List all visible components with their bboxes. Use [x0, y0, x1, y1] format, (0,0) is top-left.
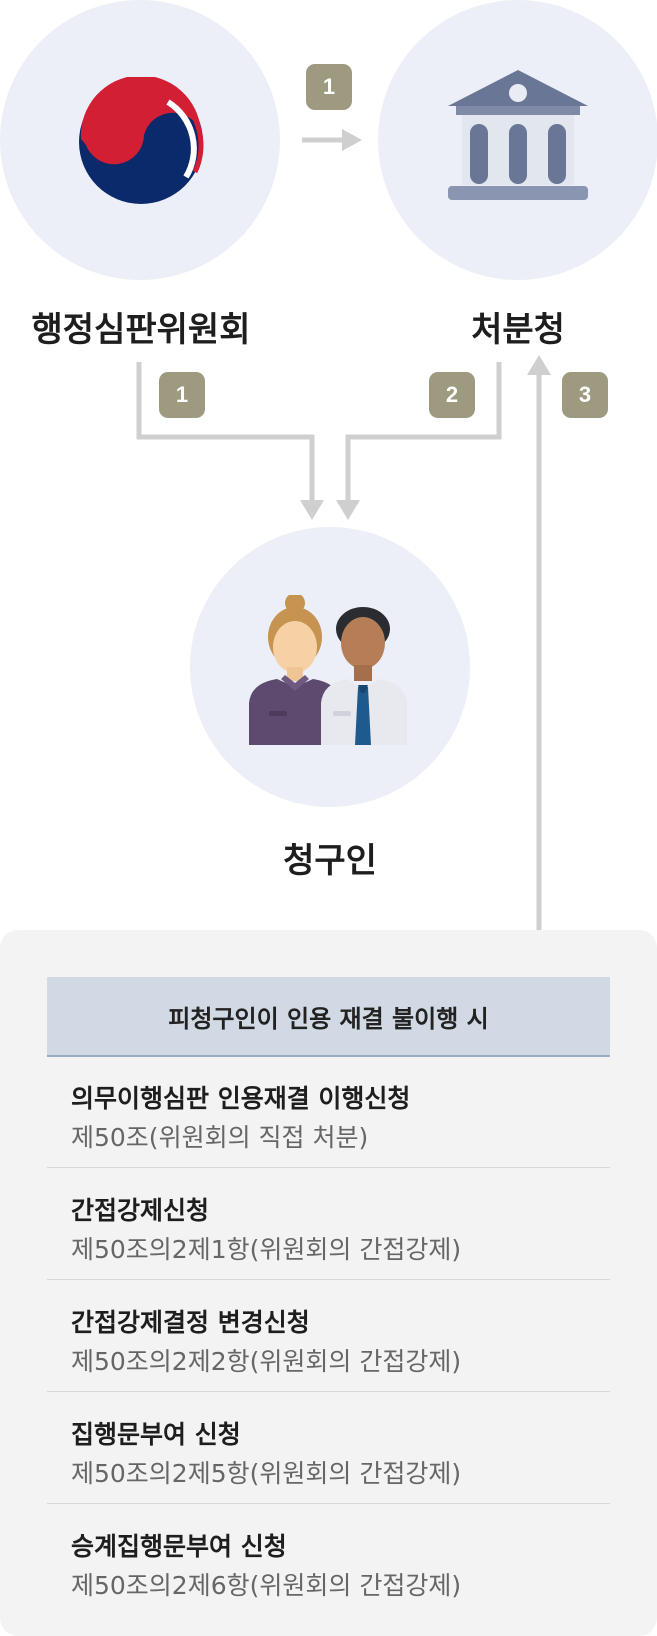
item-title: 의무이행심판 인용재결 이행신청: [71, 1084, 411, 1113]
arrowhead-claimant-left: [300, 500, 324, 520]
arrow-committee-to-claimant: [136, 362, 315, 503]
item-title: 간접강제신청: [71, 1196, 210, 1225]
badge-committee-to-claimant: 1: [159, 372, 205, 418]
list-item: 간접강제신청 제50조의2제1항(위원회의 간접강제): [47, 1167, 610, 1280]
item-desc: 제50조의2제5항(위원회의 간접강제): [71, 1459, 462, 1488]
claimant-label: 청구인: [283, 841, 377, 881]
list-item: 의무이행심판 인용재결 이행신청 제50조(위원회의 직접 처분): [47, 1055, 610, 1168]
badge-claimant-to-agency: 3: [562, 372, 608, 418]
claimant-circle: [190, 527, 470, 807]
arrowhead-claimant-right: [336, 500, 360, 520]
people-icon: [249, 595, 407, 745]
item-desc: 제50조(위원회의 직접 처분): [71, 1123, 369, 1152]
agency-circle: [378, 0, 657, 280]
list-item: 승계집행문부여 신청 제50조의2제6항(위원회의 간접강제): [47, 1503, 610, 1615]
badge-committee-to-agency: 1: [306, 64, 352, 110]
item-desc: 제50조의2제6항(위원회의 간접강제): [71, 1571, 462, 1600]
item-title: 간접강제결정 변경신청: [71, 1308, 310, 1337]
item-desc: 제50조의2제1항(위원회의 간접강제): [71, 1235, 462, 1264]
agency-label: 처분청: [471, 310, 565, 350]
item-title: 집행문부여 신청: [71, 1420, 241, 1449]
committee-circle: [0, 0, 280, 280]
item-title: 승계집행문부여 신청: [71, 1532, 287, 1561]
arrowhead-agency-up: [527, 355, 551, 375]
list-item: 간접강제결정 변경신청 제50조의2제2항(위원회의 간접강제): [47, 1279, 610, 1392]
panel-title: 피청구인이 인용 재결 불이행 시: [47, 977, 610, 1057]
government-building-icon: [448, 70, 588, 200]
arrowhead-agency: [342, 129, 362, 151]
flow-arrows: [136, 129, 551, 930]
list-item: 집행문부여 신청 제50조의2제5항(위원회의 간접강제): [47, 1391, 610, 1504]
item-desc: 제50조의2제2항(위원회의 간접강제): [71, 1347, 462, 1376]
taegeuk-emblem-icon: [79, 77, 204, 204]
arrow-agency-to-claimant: [345, 362, 502, 503]
badge-agency-to-claimant: 2: [429, 372, 475, 418]
committee-label: 행정심판위원회: [31, 310, 251, 350]
